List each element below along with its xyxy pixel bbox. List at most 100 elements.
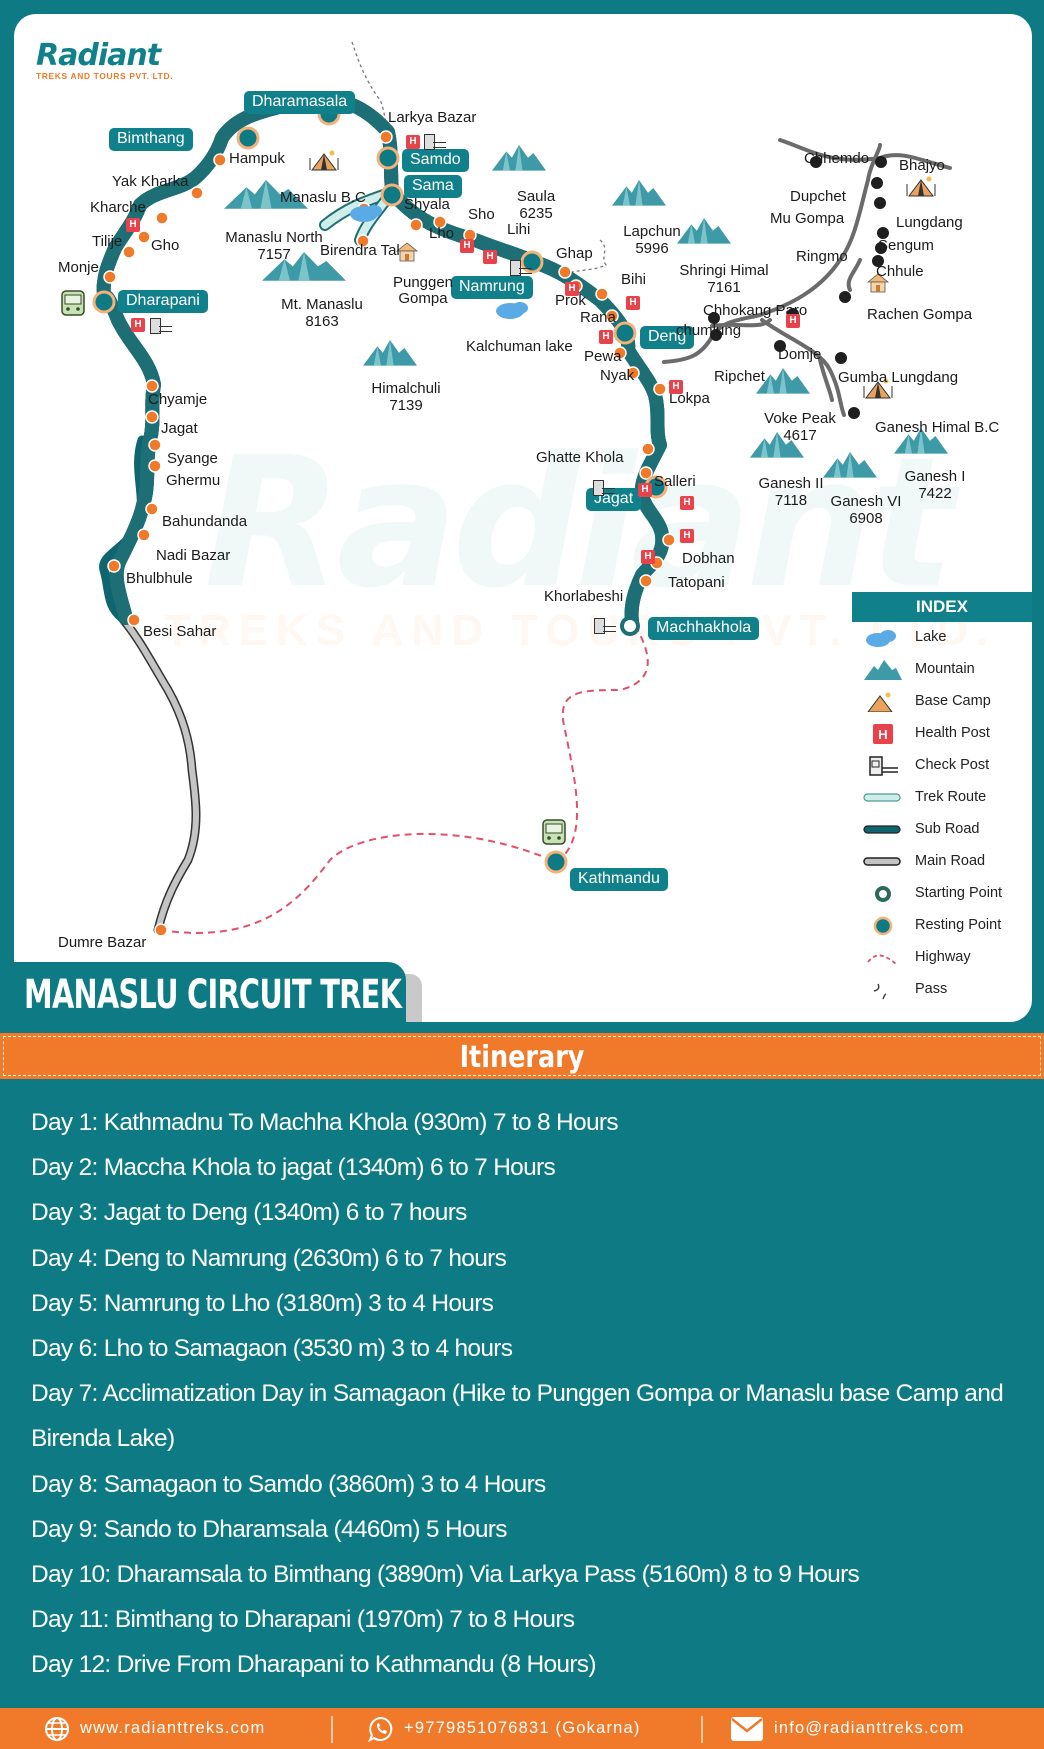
health-post-icon: H xyxy=(638,483,652,497)
itinerary-list: Day 1: Kathmadnu To Machha Khola (930m) … xyxy=(31,1100,1031,1688)
itinerary-day-11: Day 11: Bimthang to Dharapani (1970m) 7 … xyxy=(31,1606,575,1634)
health-post-icon: H xyxy=(786,314,800,328)
badge-machhakhola-start: Machhakhola xyxy=(648,617,760,641)
label-bhulbhule: Bhulbhule xyxy=(126,570,193,587)
health-post-icon: H xyxy=(641,550,655,564)
health-post-icon: H xyxy=(483,250,497,264)
footer-website-text: www.radianttreks.com xyxy=(80,1719,266,1737)
label-monje: Monje xyxy=(58,259,99,276)
globe-icon xyxy=(45,1716,69,1741)
footer-email-link[interactable]: info@radianttreks.com xyxy=(730,1708,965,1749)
map-panel: Radiant TREKS AND TOURS PVT. LTD. xyxy=(14,14,1032,1022)
itinerary-day-10: Day 10: Dharamsala to Bimthang (3890m) V… xyxy=(31,1561,860,1589)
highway-icon xyxy=(867,954,897,965)
lake-icon xyxy=(866,630,896,647)
itinerary-day-8: Day 8: Samagaon to Samdo (3860m) 3 to 4 … xyxy=(31,1470,546,1498)
legend-item-sub-road: Sub Road xyxy=(852,814,1032,846)
footer-divider xyxy=(331,1716,333,1743)
base-camp-icon xyxy=(867,692,893,712)
itinerary-day-1: Day 1: Kathmadnu To Machha Khola (930m) … xyxy=(31,1109,619,1136)
badge-deng: Deng xyxy=(640,326,695,350)
label-yak-kharka: Yak Kharka xyxy=(112,173,189,190)
label-lokpa: Lokpa xyxy=(669,390,710,407)
label-chyamje: Chyamje xyxy=(148,391,208,408)
label-syange: Syange xyxy=(167,450,218,467)
label-rachen-gompa: Rachen Gompa xyxy=(867,306,973,323)
label-birendra-tal: Birendra Tal xyxy=(320,242,400,259)
label-hampuk: Hampuk xyxy=(229,150,285,167)
badge-bimthang: Bimthang xyxy=(109,128,193,152)
health-post-icon: H xyxy=(599,330,613,344)
watermark-logo: Radiant xyxy=(204,419,954,628)
label-manaslu-bc: Manaslu B.C xyxy=(280,189,366,206)
health-post-icon: H xyxy=(131,318,145,332)
pass-icon xyxy=(873,983,887,1000)
label-ripchet: Ripchet xyxy=(714,368,765,385)
itinerary-day-6: Day 6: Lho to Samagaon (3530 m) 3 to 4 h… xyxy=(31,1335,513,1363)
label-bahundanda: Bahundanda xyxy=(162,513,248,530)
brand-logo: Radiant TREKS AND TOURS PVT. LTD. xyxy=(36,38,173,81)
footer-email-text: info@radianttreks.com xyxy=(774,1719,965,1737)
label-chhule: Chhule xyxy=(876,263,924,280)
itinerary-title: Itinerary xyxy=(459,1040,585,1075)
label-tilije: Tilije xyxy=(92,233,123,250)
label-kalchuman-lake: Kalchuman lake xyxy=(466,338,573,355)
itinerary-header xyxy=(0,1033,1044,1079)
label-lihi: Lihi xyxy=(507,221,531,238)
legend-item-starting-point: Starting Point xyxy=(852,878,1032,910)
label-besi-sahar: Besi Sahar xyxy=(143,623,217,640)
footer-phone-text: +9779851076831 (Gokarna) xyxy=(404,1719,641,1737)
itinerary-day-5: Day 5: Namrung to Lho (3180m) 3 to 4 Hou… xyxy=(31,1289,494,1317)
label-chumlung: chumlung xyxy=(676,322,742,339)
label-gumba-lungdang: Gumba Lungdang xyxy=(838,369,959,386)
footer-website-link[interactable]: www.radianttreks.com xyxy=(44,1708,265,1749)
label-bihi: Bihi xyxy=(621,271,647,288)
check-post-icon xyxy=(869,756,898,776)
label-nyak: Nyak xyxy=(600,367,635,384)
health-post-icon: H xyxy=(680,496,694,510)
label-shyala: Shyala xyxy=(404,196,450,213)
label-gho: Gho xyxy=(151,237,180,254)
label-ganesh-himal-bc: Ganesh Himal B.C xyxy=(875,419,1000,436)
page-title: MANASLU CIRCUIT TREK xyxy=(24,972,402,1018)
label-ghap: Ghap xyxy=(556,245,593,262)
watermark-tagline: TREKS AND TOURS PVT. LTD. xyxy=(164,606,997,655)
badge-samdo: Samdo xyxy=(402,149,469,173)
logo-wordmark: Radiant xyxy=(36,38,161,73)
label-ringmo: Ringmo xyxy=(796,248,848,265)
label-lho: Lho xyxy=(429,225,455,242)
contact-footer: www.radianttreks.com +9779851076831 (Gok… xyxy=(0,1708,1044,1749)
label-prok: Prok xyxy=(555,292,586,309)
sub-road-icon xyxy=(863,825,901,834)
mail-icon xyxy=(731,1716,763,1741)
label-lungdang: Lungdang xyxy=(896,214,963,231)
label-chhemdo: Chhemdo xyxy=(804,150,870,167)
health-post-icon: H xyxy=(626,296,640,310)
health-post-icon: H xyxy=(126,218,140,232)
svg-text:H: H xyxy=(878,727,887,742)
label-bhajyo: Bhajyo xyxy=(899,157,945,174)
label-khorlabeshi: Khorlabeshi xyxy=(544,588,624,605)
label-kharche: Kharche xyxy=(90,199,146,216)
main-road-icon xyxy=(863,857,901,866)
map-legend: INDEX Lake Mountain Base Camp H Health P… xyxy=(852,592,1032,1006)
check-post-icon xyxy=(150,318,172,334)
label-chhokang-paro: Chhokang Paro xyxy=(703,302,808,319)
label-sengum: Sengum xyxy=(878,237,934,254)
legend-item-health-post: H Health Post xyxy=(852,718,1032,750)
badge-dharamasala: Dharamasala xyxy=(244,91,356,115)
legend-item-main-road: Main Road xyxy=(852,846,1032,878)
legend-item-highway: Highway xyxy=(852,942,1032,974)
footer-phone-link[interactable]: +9779851076831 (Gokarna) xyxy=(368,1708,641,1749)
health-post-icon: H xyxy=(565,282,579,296)
itinerary-day-2: Day 2: Maccha Khola to jagat (1340m) 6 t… xyxy=(31,1154,556,1182)
itinerary-day-3: Day 3: Jagat to Deng (1340m) 6 to 7 hour… xyxy=(31,1199,467,1227)
